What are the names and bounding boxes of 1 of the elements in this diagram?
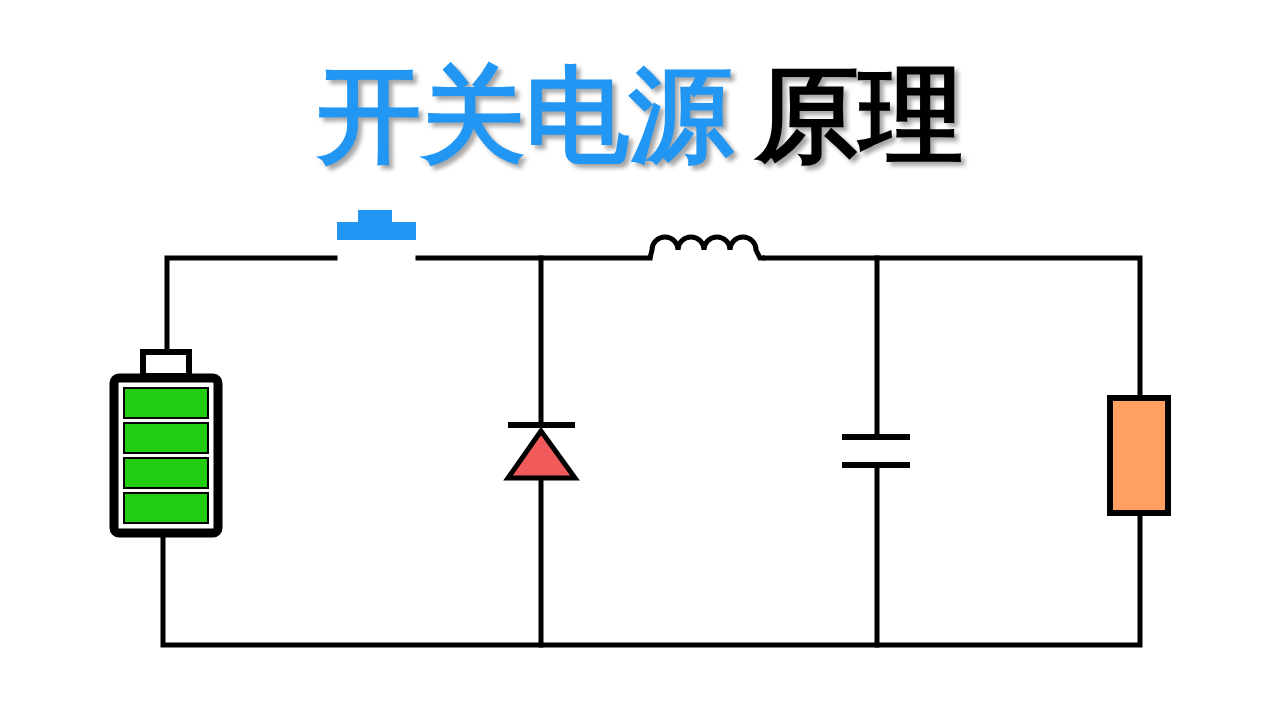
title: 开关电源 原理: [317, 53, 963, 178]
